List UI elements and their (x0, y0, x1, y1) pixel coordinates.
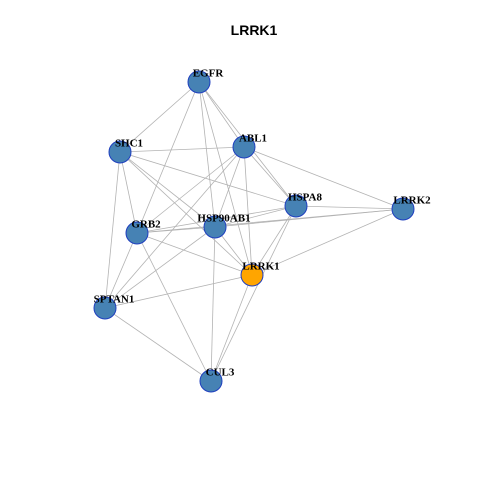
edge-egfr-hsp90ab1 (198, 81, 216, 228)
edge-egfr-lrrk1 (198, 81, 253, 276)
node-label-lrrk1: LRRK1 (242, 261, 279, 273)
edge-shc1-abl1 (119, 146, 245, 153)
node-circle-hsp90ab1[interactable] (203, 215, 227, 239)
node-label-grb2: GRB2 (131, 219, 161, 231)
edge-egfr-shc1 (119, 81, 200, 153)
node-circle-lrrk1[interactable] (240, 263, 264, 287)
edge-abl1-sptan1 (104, 146, 245, 309)
edge-shc1-grb2 (119, 151, 138, 234)
node-label-shc1: SHC1 (115, 138, 143, 150)
node-egfr[interactable]: EGFR (187, 68, 225, 94)
edge-lrrk1-cul3 (210, 274, 253, 382)
node-lrrk2[interactable]: LRRK2 (391, 195, 431, 221)
node-sptan1[interactable]: SPTAN1 (93, 294, 135, 320)
edge-hspa8-lrrk1 (251, 205, 297, 276)
edge-abl1-lrrk1 (243, 146, 253, 276)
node-circle-shc1[interactable] (108, 140, 132, 164)
edge-hsp90ab1-cul3 (210, 226, 216, 382)
node-hspa8[interactable]: HSPA8 (284, 192, 323, 218)
edge-lrrk1-sptan1 (104, 274, 253, 309)
node-circle-egfr[interactable] (187, 70, 211, 94)
node-circle-sptan1[interactable] (93, 296, 117, 320)
edge-grb2-hsp90ab1 (136, 226, 216, 234)
node-abl1[interactable]: ABL1 (232, 133, 267, 159)
node-label-sptan1: SPTAN1 (94, 294, 135, 306)
node-circle-abl1[interactable] (232, 135, 256, 159)
edge-hspa8-lrrk2 (295, 205, 404, 210)
edge-abl1-hspa8 (243, 146, 297, 207)
node-shc1[interactable]: SHC1 (108, 138, 143, 164)
edge-egfr-grb2 (136, 81, 200, 234)
edge-hsp90ab1-sptan1 (104, 226, 216, 309)
edges-layer (104, 81, 404, 382)
edge-shc1-lrrk1 (119, 151, 253, 276)
node-lrrk1[interactable]: LRRK1 (240, 261, 280, 287)
edge-lrrk2-hsp90ab1 (214, 208, 404, 228)
node-circle-cul3[interactable] (199, 369, 223, 393)
edge-egfr-abl1 (198, 81, 245, 148)
edge-abl1-lrrk2 (243, 146, 404, 210)
node-grb2[interactable]: GRB2 (125, 219, 161, 245)
node-hsp90ab1[interactable]: HSP90AB1 (197, 213, 251, 239)
node-circle-lrrk2[interactable] (391, 197, 415, 221)
node-label-abl1: ABL1 (239, 133, 267, 145)
node-label-lrrk2: LRRK2 (393, 195, 431, 207)
edge-sptan1-cul3 (104, 307, 212, 382)
edge-abl1-hsp90ab1 (214, 146, 245, 228)
edge-grb2-sptan1 (104, 232, 138, 309)
edge-shc1-hspa8 (119, 151, 297, 207)
edge-grb2-lrrk1 (136, 232, 253, 276)
graph-title: LRRK1 (231, 22, 278, 38)
edge-abl1-grb2 (136, 146, 245, 234)
node-label-hsp90ab1: HSP90AB1 (197, 213, 250, 225)
node-label-egfr: EGFR (193, 68, 225, 80)
edge-shc1-sptan1 (104, 151, 121, 309)
node-label-hspa8: HSPA8 (288, 192, 323, 204)
node-circle-hspa8[interactable] (284, 194, 308, 218)
edge-grb2-cul3 (136, 232, 212, 382)
node-cul3[interactable]: CUL3 (199, 367, 235, 393)
node-label-cul3: CUL3 (206, 367, 235, 379)
edge-shc1-hsp90ab1 (119, 151, 216, 228)
edge-hspa8-cul3 (210, 205, 297, 382)
edge-hspa8-hsp90ab1 (214, 205, 297, 228)
edge-lrrk2-lrrk1 (251, 208, 404, 276)
node-circle-grb2[interactable] (125, 221, 149, 245)
